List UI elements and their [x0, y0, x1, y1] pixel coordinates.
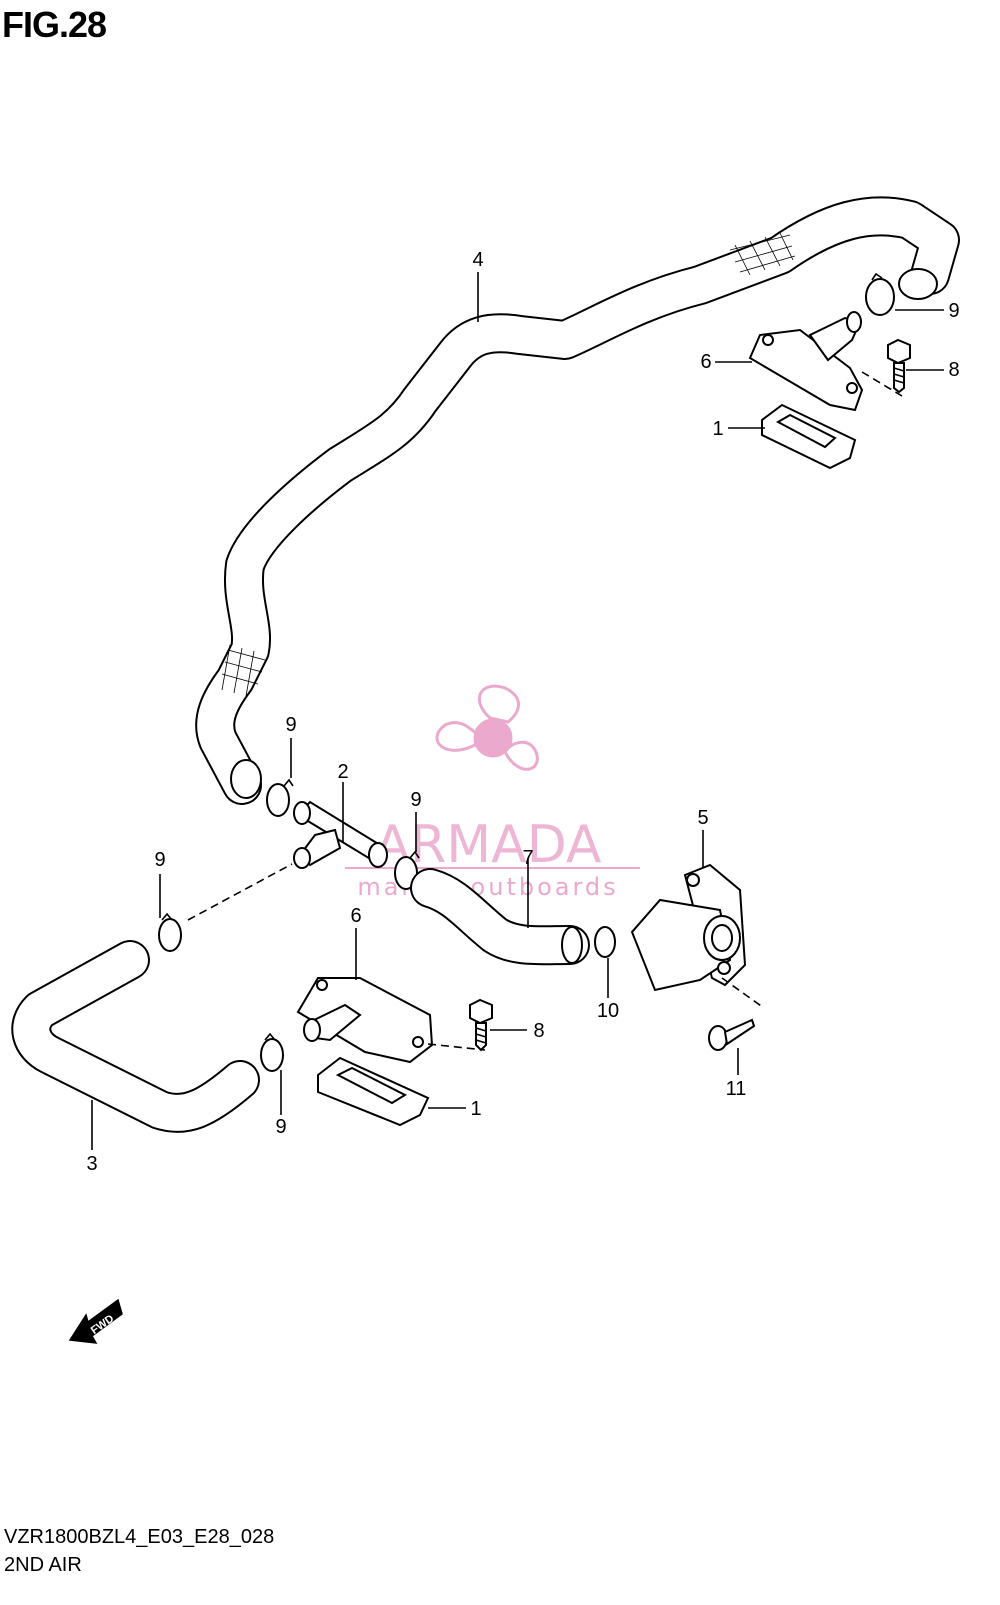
alignment-lines — [187, 371, 903, 1051]
propeller-logo-icon — [435, 684, 539, 771]
callout-9-bottom: 9 — [275, 1116, 286, 1138]
leader-lines — [91, 272, 944, 1150]
callout-10: 10 — [597, 1000, 619, 1022]
callout-6-top: 6 — [700, 351, 711, 373]
screw-11 — [708, 1018, 756, 1051]
clamp-10 — [594, 926, 616, 958]
figure-title: FIG.28 — [2, 4, 107, 45]
reed-valve-cover-6-top — [748, 311, 864, 412]
callout-6-bottom: 6 — [350, 905, 361, 927]
t-joint-2 — [293, 800, 388, 869]
bolt-8-bottom — [469, 998, 493, 1052]
clamp-9-left — [158, 912, 182, 952]
callout-9-left: 9 — [154, 849, 165, 871]
clamp-9-top-right — [865, 272, 895, 316]
callout-9-mid: 9 — [410, 789, 421, 811]
gasket-1-top — [761, 403, 857, 470]
fwd-arrow-icon: FWD — [68, 1298, 123, 1344]
callout-2: 2 — [337, 761, 348, 783]
callout-labels: 4 9 6 8 1 9 2 9 5 9 7 6 8 10 1 9 11 3 — [86, 249, 959, 1175]
callout-11: 11 — [726, 1078, 747, 1100]
bolt-8-top — [887, 338, 911, 394]
armada-watermark: ARMADA marine outboards — [345, 684, 640, 901]
callout-5: 5 — [697, 807, 708, 829]
diagram-code: VZR1800BZL4_E03_E28_028 — [4, 1526, 275, 1548]
clamp-9-bottom — [260, 1032, 284, 1072]
hose-4 — [195, 196, 960, 805]
mesh-sleeve-lower — [221, 644, 266, 697]
hose-7 — [410, 868, 590, 966]
callout-3: 3 — [86, 1153, 97, 1175]
reed-valve-cover-6-bottom — [296, 977, 434, 1064]
callout-1-top: 1 — [712, 418, 723, 440]
callout-8-bottom: 8 — [533, 1020, 544, 1042]
callout-8-top: 8 — [948, 359, 959, 381]
callout-7: 7 — [522, 847, 533, 869]
callout-9-hose-left: 9 — [285, 714, 296, 736]
air-valve-5 — [630, 863, 747, 992]
clamp-9-hose-left — [266, 778, 294, 817]
callout-4: 4 — [472, 249, 483, 271]
diagram-name: 2ND AIR — [4, 1554, 82, 1576]
callout-1-bottom: 1 — [470, 1098, 481, 1120]
gasket-1-bottom — [317, 1056, 430, 1127]
callout-9-top-right: 9 — [948, 300, 959, 322]
hose-3 — [11, 940, 260, 1133]
mesh-sleeve-upper — [729, 232, 796, 276]
